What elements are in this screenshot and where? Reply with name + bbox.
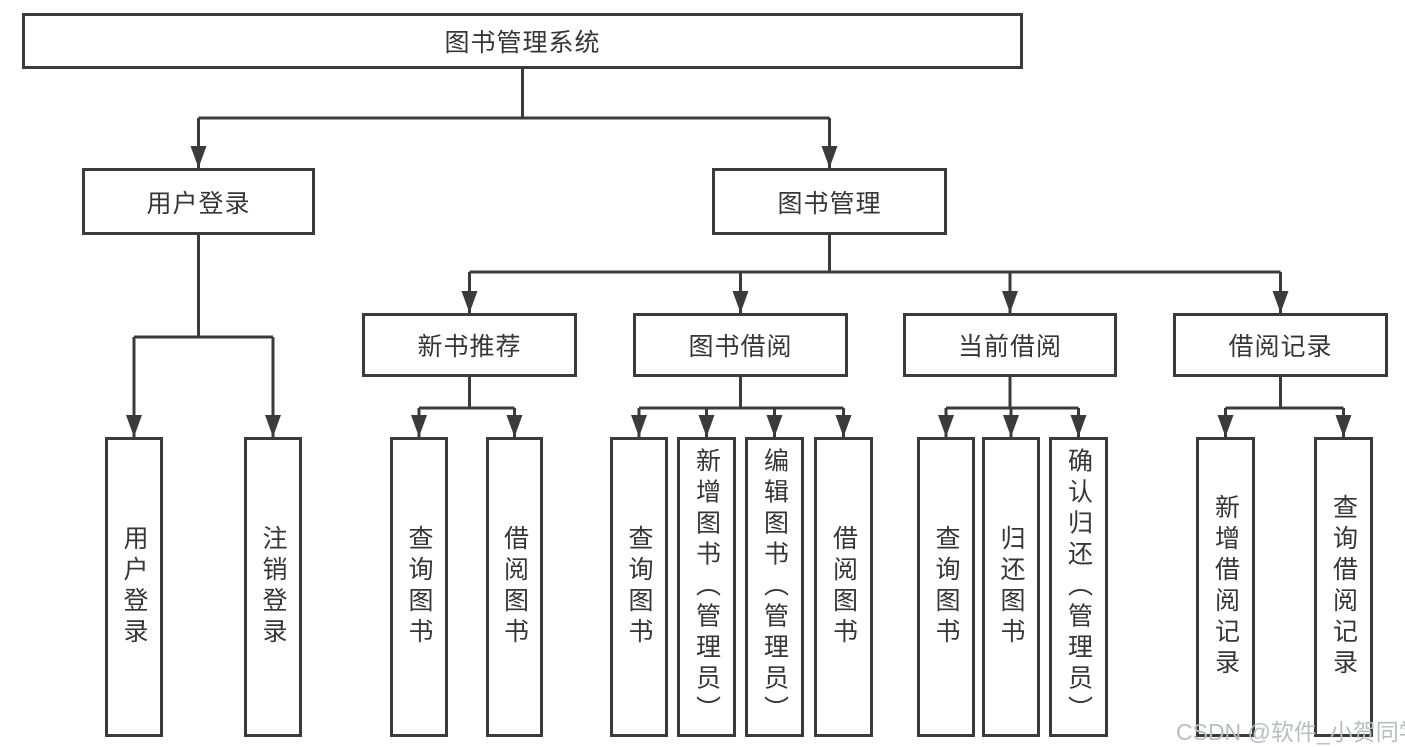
node-rec_add: 新增借阅记录: [1196, 437, 1255, 737]
node-label-nb_borrow: 借阅图书: [500, 525, 529, 649]
node-cur_query: 查询图书: [917, 437, 975, 737]
node-borrow: 图书借阅: [633, 313, 848, 377]
node-current: 当前借阅: [903, 313, 1117, 377]
edge-mgmt: [468, 235, 1282, 313]
arrowhead-mgmt-records: [1272, 291, 1289, 313]
edge-root: [197, 69, 831, 168]
node-nb_query: 查询图书: [390, 437, 448, 737]
arrowhead-borrow-bw_query: [631, 415, 647, 437]
arrowhead-current-cur_return: [1003, 415, 1019, 437]
node-bw_edit: 编辑图书（管理员）: [745, 437, 804, 737]
node-label-cur_query: 查询图书: [932, 525, 960, 649]
node-label-current: 当前借阅: [957, 333, 1062, 361]
node-label-root: 图书管理系统: [444, 29, 601, 57]
node-records: 借阅记录: [1173, 313, 1388, 377]
arrowhead-borrow-bw_add: [698, 415, 715, 437]
node-cur_return: 归还图书: [982, 437, 1040, 737]
edge-login: [132, 235, 275, 437]
node-label-cur_return: 归还图书: [997, 525, 1025, 649]
node-leaf_user: 用户登录: [105, 437, 163, 737]
node-label-records: 借阅记录: [1228, 333, 1333, 361]
arrowhead-root-mgmt: [821, 146, 838, 168]
node-label-rec_add: 新增借阅记录: [1211, 494, 1240, 680]
node-newbook: 新书推荐: [362, 313, 577, 377]
node-label-rec_query: 查询借阅记录: [1329, 494, 1358, 680]
arrowhead-borrow-bw_edit: [766, 415, 783, 437]
node-bw_query: 查询图书: [610, 437, 668, 737]
node-label-bw_query: 查询图书: [625, 525, 653, 649]
arrowhead-mgmt-borrow: [732, 291, 749, 313]
edge-newbook: [417, 377, 516, 437]
node-label-nb_query: 查询图书: [405, 525, 433, 649]
watermark-text: CSDN @软件_小贺同学: [1176, 719, 1405, 745]
edge-records: [1224, 377, 1345, 437]
arrowhead-newbook-nb_query: [411, 415, 427, 437]
node-login: 用户登录: [82, 168, 315, 235]
node-label-bw_edit: 编辑图书（管理员）: [760, 447, 789, 727]
arrowhead-login-leaf_logout: [265, 415, 281, 437]
arrowhead-mgmt-current: [1002, 291, 1018, 313]
arrowhead-current-cur_confirm: [1070, 415, 1087, 437]
node-rec_query: 查询借阅记录: [1314, 437, 1373, 737]
arrowhead-mgmt-newbook: [461, 291, 478, 313]
node-label-bw_add: 新增图书（管理员）: [692, 447, 721, 727]
arrowhead-records-rec_add: [1217, 415, 1234, 437]
arrowhead-newbook-nb_borrow: [506, 415, 523, 437]
node-label-bw_borrow: 借阅图书: [829, 525, 858, 649]
node-label-newbook: 新书推荐: [417, 333, 522, 361]
node-root: 图书管理系统: [22, 13, 1023, 69]
node-leaf_logout: 注销登录: [244, 437, 302, 737]
node-cur_confirm: 确认归还（管理员）: [1049, 437, 1108, 737]
node-label-login: 用户登录: [146, 189, 251, 218]
node-mgmt: 图书管理: [712, 168, 947, 235]
node-label-cur_confirm: 确认归还（管理员）: [1064, 447, 1093, 727]
node-bw_add: 新增图书（管理员）: [677, 437, 736, 737]
arrowhead-login-leaf_user: [126, 415, 142, 437]
node-bw_borrow: 借阅图书: [814, 437, 873, 737]
node-label-borrow: 图书借阅: [688, 333, 793, 361]
arrowhead-records-rec_query: [1335, 415, 1352, 437]
node-label-leaf_logout: 注销登录: [259, 525, 287, 649]
arrowhead-root-login: [190, 146, 207, 168]
edge-borrow: [637, 377, 845, 437]
node-nb_borrow: 借阅图书: [486, 437, 543, 737]
arrowhead-borrow-bw_borrow: [835, 415, 852, 437]
node-label-mgmt: 图书管理: [777, 189, 882, 218]
arrowhead-current-cur_query: [938, 415, 954, 437]
node-label-leaf_user: 用户登录: [120, 525, 148, 649]
